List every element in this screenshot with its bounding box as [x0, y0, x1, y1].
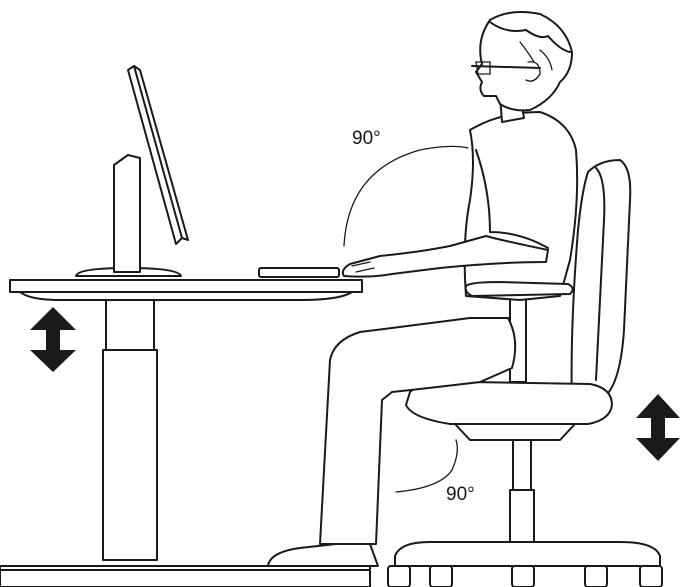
- chair-height-adjust-arrow: [636, 394, 680, 461]
- elbow-angle-arc: [344, 146, 468, 246]
- desk-column-upper: [106, 300, 154, 350]
- desk-height-adjust-arrow: [30, 307, 76, 372]
- chair-mechanism: [455, 424, 575, 440]
- keyboard: [259, 268, 339, 277]
- desk-column-lower: [103, 350, 157, 560]
- monitor-stand-neck: [114, 155, 140, 272]
- chair-casters: [388, 566, 662, 587]
- elbow-angle-label: 90°: [352, 128, 381, 150]
- person-torso: [465, 112, 577, 300]
- chair-seat: [406, 382, 612, 424]
- chair-armrest: [466, 282, 573, 296]
- person-head: [476, 12, 572, 110]
- chair-base: [395, 542, 660, 566]
- knee-angle-label: 90°: [446, 484, 475, 506]
- chair-gas-lift-lower: [510, 490, 534, 542]
- monitor: [76, 66, 188, 276]
- chair-gas-lift-upper: [513, 440, 531, 490]
- person-foot: [268, 544, 378, 566]
